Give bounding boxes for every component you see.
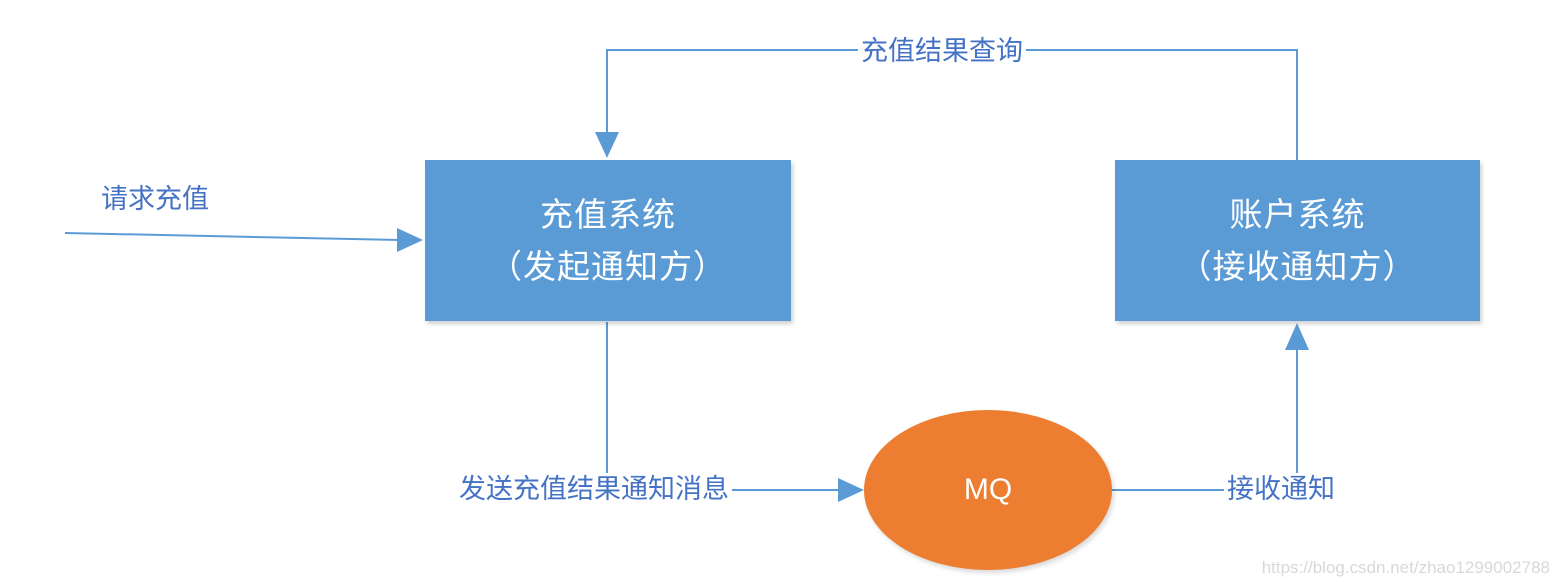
account-system-node: 账户系统 （接收通知方） — [1115, 160, 1480, 321]
receive-notice-label: 接收通知 — [1224, 473, 1338, 507]
request-label: 请求充值 — [101, 184, 209, 215]
mq-node: MQ — [864, 410, 1112, 570]
receive-connector — [1112, 348, 1298, 491]
receive-arrowhead — [1285, 323, 1309, 350]
query-arrowhead — [595, 132, 619, 158]
recharge-system-node: 充值系统 （发起通知方） — [425, 160, 791, 321]
recharge-system-title: 充值系统 — [540, 194, 676, 234]
watermark: https://blog.csdn.net/zhao1299002788 — [1261, 558, 1550, 577]
recharge-system-role: （发起通知方） — [489, 246, 727, 286]
send-connector — [606, 322, 840, 491]
account-system-title: 账户系统 — [1229, 194, 1366, 234]
mq-label: MQ — [963, 473, 1013, 506]
request-arrow — [64, 232, 401, 241]
request-arrowhead — [397, 228, 423, 252]
result-query-label: 充值结果查询 — [858, 35, 1026, 69]
send-arrowhead — [838, 478, 864, 502]
send-message-label: 发送充值结果通知消息 — [456, 473, 732, 507]
account-system-role: （接收通知方） — [1178, 246, 1417, 286]
